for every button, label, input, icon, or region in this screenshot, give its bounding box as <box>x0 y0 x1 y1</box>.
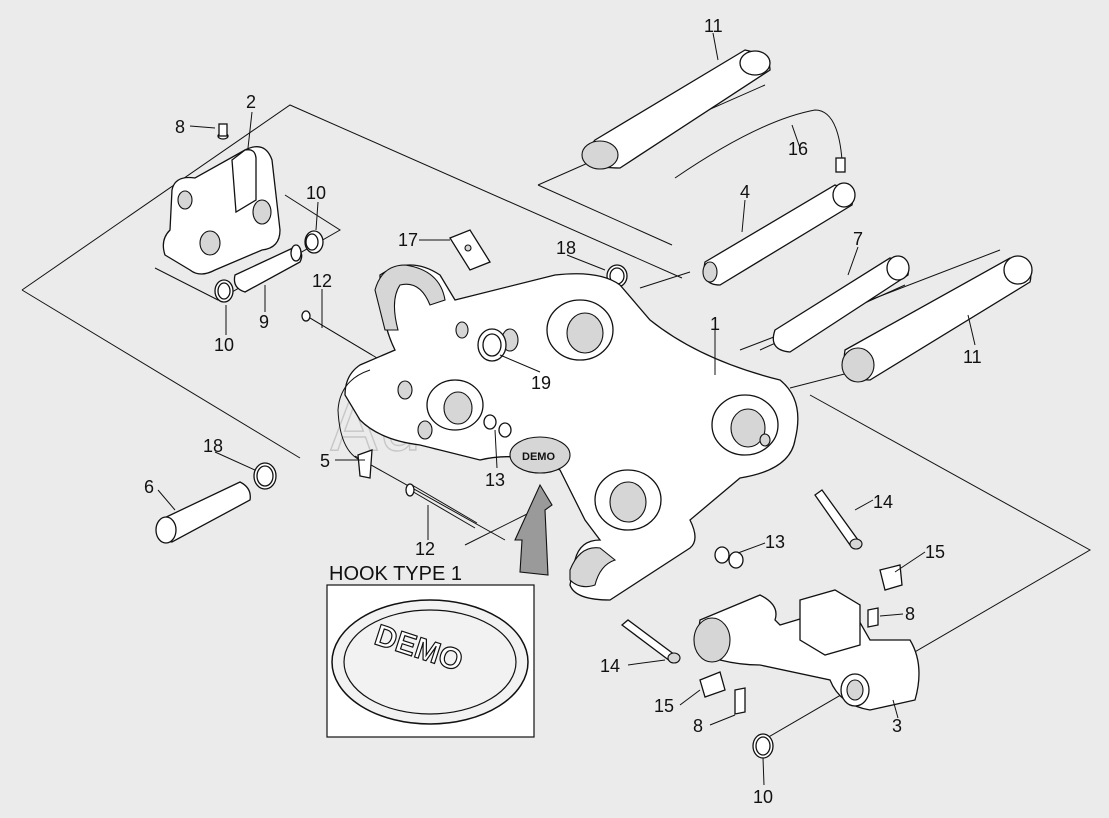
callout-5: 5 <box>320 451 330 471</box>
callout-1: 1 <box>710 314 720 334</box>
part-5-chain <box>337 369 371 463</box>
callout-13-lower: 13 <box>765 532 785 552</box>
callout-10-left: 10 <box>214 335 234 355</box>
callout-9: 9 <box>259 312 269 332</box>
callout-4: 4 <box>740 182 750 202</box>
part-12-bolt-upper <box>301 310 378 359</box>
callout-15-lower: 15 <box>654 696 674 716</box>
part-12-bolt-lower <box>405 483 478 529</box>
part-14-fitting-lower <box>620 619 681 664</box>
callout-13-upper: 13 <box>485 470 505 490</box>
part-6-pin <box>155 481 251 544</box>
part-19-ring-inner <box>482 333 502 357</box>
leader-lines <box>157 32 976 786</box>
logo-plate-on-body: DEMO <box>509 436 571 474</box>
callout-8-right: 8 <box>905 604 915 624</box>
part-14-fitting-upper <box>814 489 863 550</box>
part-7-pin <box>772 255 910 353</box>
callout-7: 7 <box>853 229 863 249</box>
inset-title: HOOK TYPE 1 <box>329 563 462 585</box>
callout-2: 2 <box>246 92 256 112</box>
part-17-clip <box>449 229 491 271</box>
part-8-fitting-lower <box>734 687 746 715</box>
callout-16: 16 <box>788 139 808 159</box>
callout-14-lower: 14 <box>600 656 620 676</box>
part-5-tab <box>357 449 373 479</box>
callout-10-lower: 10 <box>753 787 773 807</box>
part-10-ring-lower-inner <box>755 736 771 756</box>
callout-18-left: 18 <box>203 436 223 456</box>
callout-17: 17 <box>398 230 418 250</box>
callout-8-lower: 8 <box>693 716 703 736</box>
part-2-bracket <box>162 123 281 275</box>
hook-type-inset: HOOK TYPE 1 DEMO <box>326 563 535 738</box>
part-16-cable <box>674 109 846 179</box>
part-18-ring-left-inner <box>256 465 274 487</box>
logo-plate-text: DEMO <box>522 451 555 463</box>
callout-10-upper: 10 <box>306 183 326 203</box>
part-10-ring-upper-inner <box>305 233 319 251</box>
part-3-cylinder <box>693 589 920 711</box>
part-11-pin-upper <box>581 49 771 170</box>
part-11-pin-right <box>841 255 1033 383</box>
part-8-fitting-right <box>867 607 879 628</box>
callout-8-upper: 8 <box>175 117 185 137</box>
callout-15-upper: 15 <box>925 542 945 562</box>
callout-19: 19 <box>531 373 551 393</box>
part-13-nuts-upper <box>483 414 512 438</box>
callout-labels: 11 16 4 7 1 11 2 8 10 17 18 12 9 10 19 1… <box>144 16 982 807</box>
part-10-ring-left-inner <box>217 282 231 300</box>
callout-14-upper: 14 <box>873 492 893 512</box>
part-15-elbow-lower <box>699 671 726 698</box>
part-9-pin <box>233 244 303 293</box>
part-1-coupler-body <box>344 264 799 601</box>
callout-11-right: 11 <box>963 347 982 367</box>
part-13-nuts-lower <box>714 546 744 569</box>
callout-12-lower: 12 <box>415 539 435 559</box>
part-15-elbow-upper <box>879 564 903 591</box>
callout-12-upper: 12 <box>312 271 332 291</box>
part-4-pin <box>702 182 856 286</box>
callout-6: 6 <box>144 477 154 497</box>
callout-11-upper: 11 <box>704 16 723 36</box>
callout-18-upper: 18 <box>556 238 576 258</box>
callout-3: 3 <box>892 716 902 736</box>
inset-arrow <box>514 483 553 576</box>
